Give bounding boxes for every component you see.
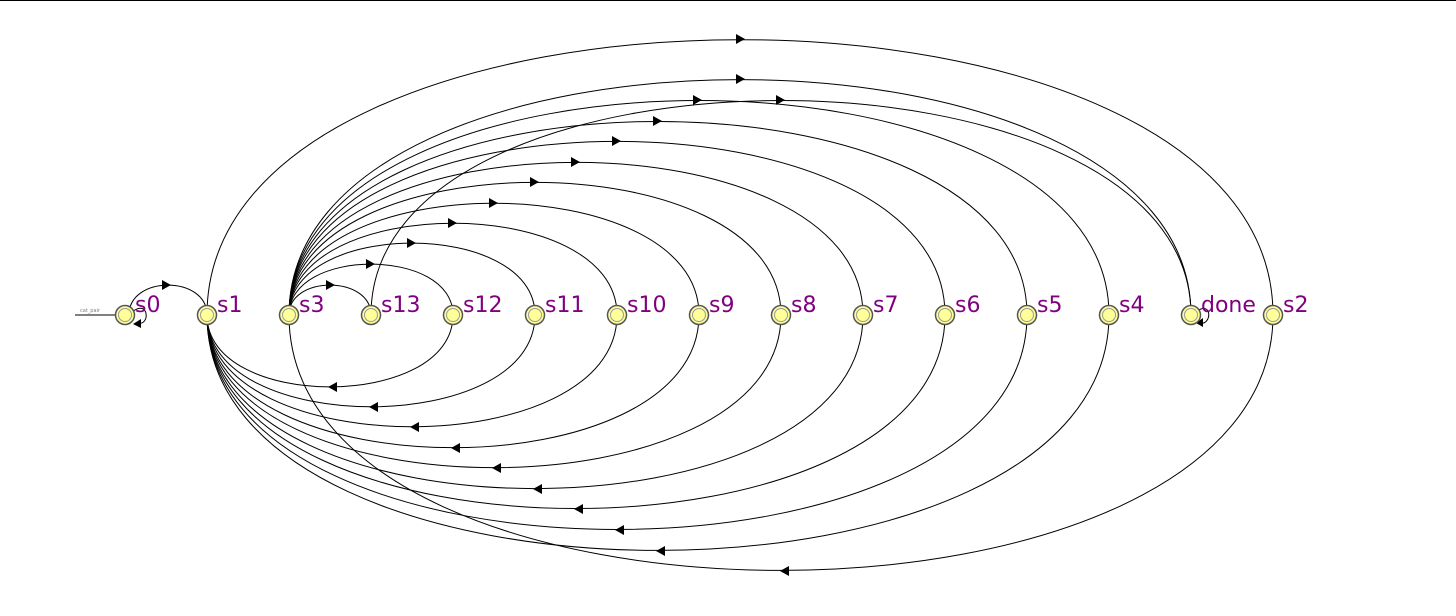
edge-s6-s1 (206, 314, 946, 510)
edge-s9-s1-arrowhead (451, 443, 460, 453)
state-s7[interactable]: s7 (852, 293, 899, 326)
state-s13[interactable]: s13 (360, 293, 421, 326)
state-s2[interactable]: s2 (1262, 293, 1309, 326)
edge-s7-s1-arrowhead (533, 484, 542, 494)
state-inner-ring (200, 308, 214, 322)
state-s4[interactable]: s4 (1098, 293, 1145, 326)
state-inner-ring (282, 308, 296, 322)
edge-s5-s1-arrowhead (615, 525, 624, 535)
state-inner-ring (692, 308, 706, 322)
state-done[interactable]: done (1180, 293, 1256, 326)
edge-s3-s8-arrowhead (530, 177, 539, 187)
edge-s3-s6 (288, 140, 946, 316)
edge-s4-s1 (206, 314, 1110, 551)
state-label: s4 (1119, 293, 1144, 318)
edge-s12-s1-arrowhead (328, 382, 337, 392)
state-label: s8 (791, 293, 816, 318)
state-s12[interactable]: s12 (442, 293, 503, 326)
state-s10[interactable]: s10 (606, 293, 667, 326)
state-s9[interactable]: s9 (688, 293, 735, 326)
state-label: s2 (1283, 293, 1308, 318)
edge-s11-s1-arrowhead (369, 402, 378, 412)
edge-s1-s2-arrowhead (736, 34, 745, 44)
state-label: s7 (873, 293, 898, 318)
edge-s5-s1 (206, 314, 1028, 530)
edge-s3-s5 (288, 120, 1028, 316)
state-inner-ring (1184, 308, 1198, 322)
state-s3[interactable]: s3 (278, 293, 325, 326)
edge-s3-s11-arrowhead (407, 238, 416, 248)
state-inner-ring (364, 308, 378, 322)
states: s0 s1 s3 s13 s12 s11 s10 s9 s8 s7 s6 s5 s4 done s2 (114, 293, 1309, 326)
edge-s3-s13-arrowhead (326, 280, 335, 290)
state-s6[interactable]: s6 (934, 293, 981, 326)
state-inner-ring (1266, 308, 1280, 322)
state-inner-ring (856, 308, 870, 322)
state-label: s12 (463, 293, 502, 318)
edge-s3-s6-arrowhead (612, 136, 621, 146)
edge-s0-self-arrowhead (133, 319, 141, 328)
state-label: s6 (955, 293, 980, 318)
edge-s3-done (288, 79, 1192, 316)
state-inner-ring (446, 308, 460, 322)
state-inner-ring (1102, 308, 1116, 322)
state-label: s0 (135, 293, 160, 318)
state-label: s13 (381, 293, 420, 318)
edge-s7-s1 (206, 314, 864, 490)
edge-s0-s1-arrowhead (162, 280, 171, 290)
edge-s6-s1-arrowhead (574, 504, 583, 514)
edge-s3-s12-arrowhead (366, 259, 375, 269)
state-label: done (1201, 293, 1256, 318)
edge-s2-s3-arrowhead (780, 566, 789, 576)
edge-s10-s1 (206, 314, 618, 428)
state-s5[interactable]: s5 (1016, 293, 1063, 326)
state-label: s11 (545, 293, 584, 318)
state-inner-ring (528, 308, 542, 322)
state-s8[interactable]: s8 (770, 293, 817, 326)
state-inner-ring (118, 308, 132, 322)
edge-s3-done-arrowhead (736, 74, 745, 84)
state-inner-ring (774, 308, 788, 322)
state-s11[interactable]: s11 (524, 293, 585, 326)
state-inner-ring (1020, 308, 1034, 322)
edge-s13-done-arrowhead (776, 95, 785, 105)
edge-s3-s4 (288, 100, 1110, 316)
start-label: cat_pair (80, 308, 101, 314)
state-s1[interactable]: s1 (196, 293, 243, 326)
state-label: s1 (217, 293, 242, 318)
state-inner-ring (938, 308, 952, 322)
state-s0[interactable]: s0 (114, 293, 161, 326)
edge-s11-s1 (206, 314, 536, 408)
edge-s8-s1-arrowhead (492, 463, 501, 473)
edge-s3-s9-arrowhead (489, 198, 498, 208)
transitions (128, 34, 1274, 576)
edge-s3-s4-arrowhead (693, 95, 702, 105)
edge-s3-s10-arrowhead (448, 218, 457, 228)
state-label: s10 (627, 293, 666, 318)
edge-s3-s5-arrowhead (653, 116, 662, 126)
state-inner-ring (610, 308, 624, 322)
edge-s10-s1-arrowhead (410, 422, 419, 432)
state-label: s9 (709, 293, 734, 318)
edge-done-self (1196, 308, 1210, 324)
edge-s4-s1-arrowhead (656, 546, 665, 556)
edge-s13-done (370, 100, 1192, 316)
state-label: s3 (299, 293, 324, 318)
edge-done-self-arrowhead (1196, 318, 1203, 327)
edge-s3-s7-arrowhead (571, 157, 580, 167)
state-label: s5 (1037, 293, 1062, 318)
edge-s2-s3 (288, 314, 1274, 571)
